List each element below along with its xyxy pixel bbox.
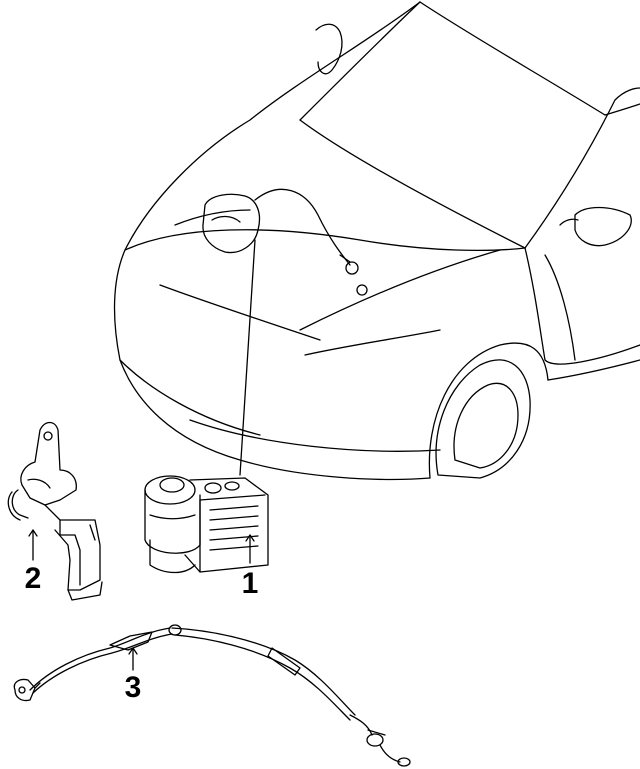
location-blob [202, 188, 368, 296]
abs-module [144, 475, 269, 574]
callout-2: 2 [25, 562, 42, 595]
vehicle-outline [113, 1, 640, 481]
cable-harness [13, 624, 411, 767]
callout-1: 1 [242, 567, 259, 600]
leader-line-1 [239, 239, 256, 476]
callout-3: 3 [125, 671, 142, 704]
sensor-bracket [7, 421, 103, 601]
callout-leaders [28, 529, 255, 671]
